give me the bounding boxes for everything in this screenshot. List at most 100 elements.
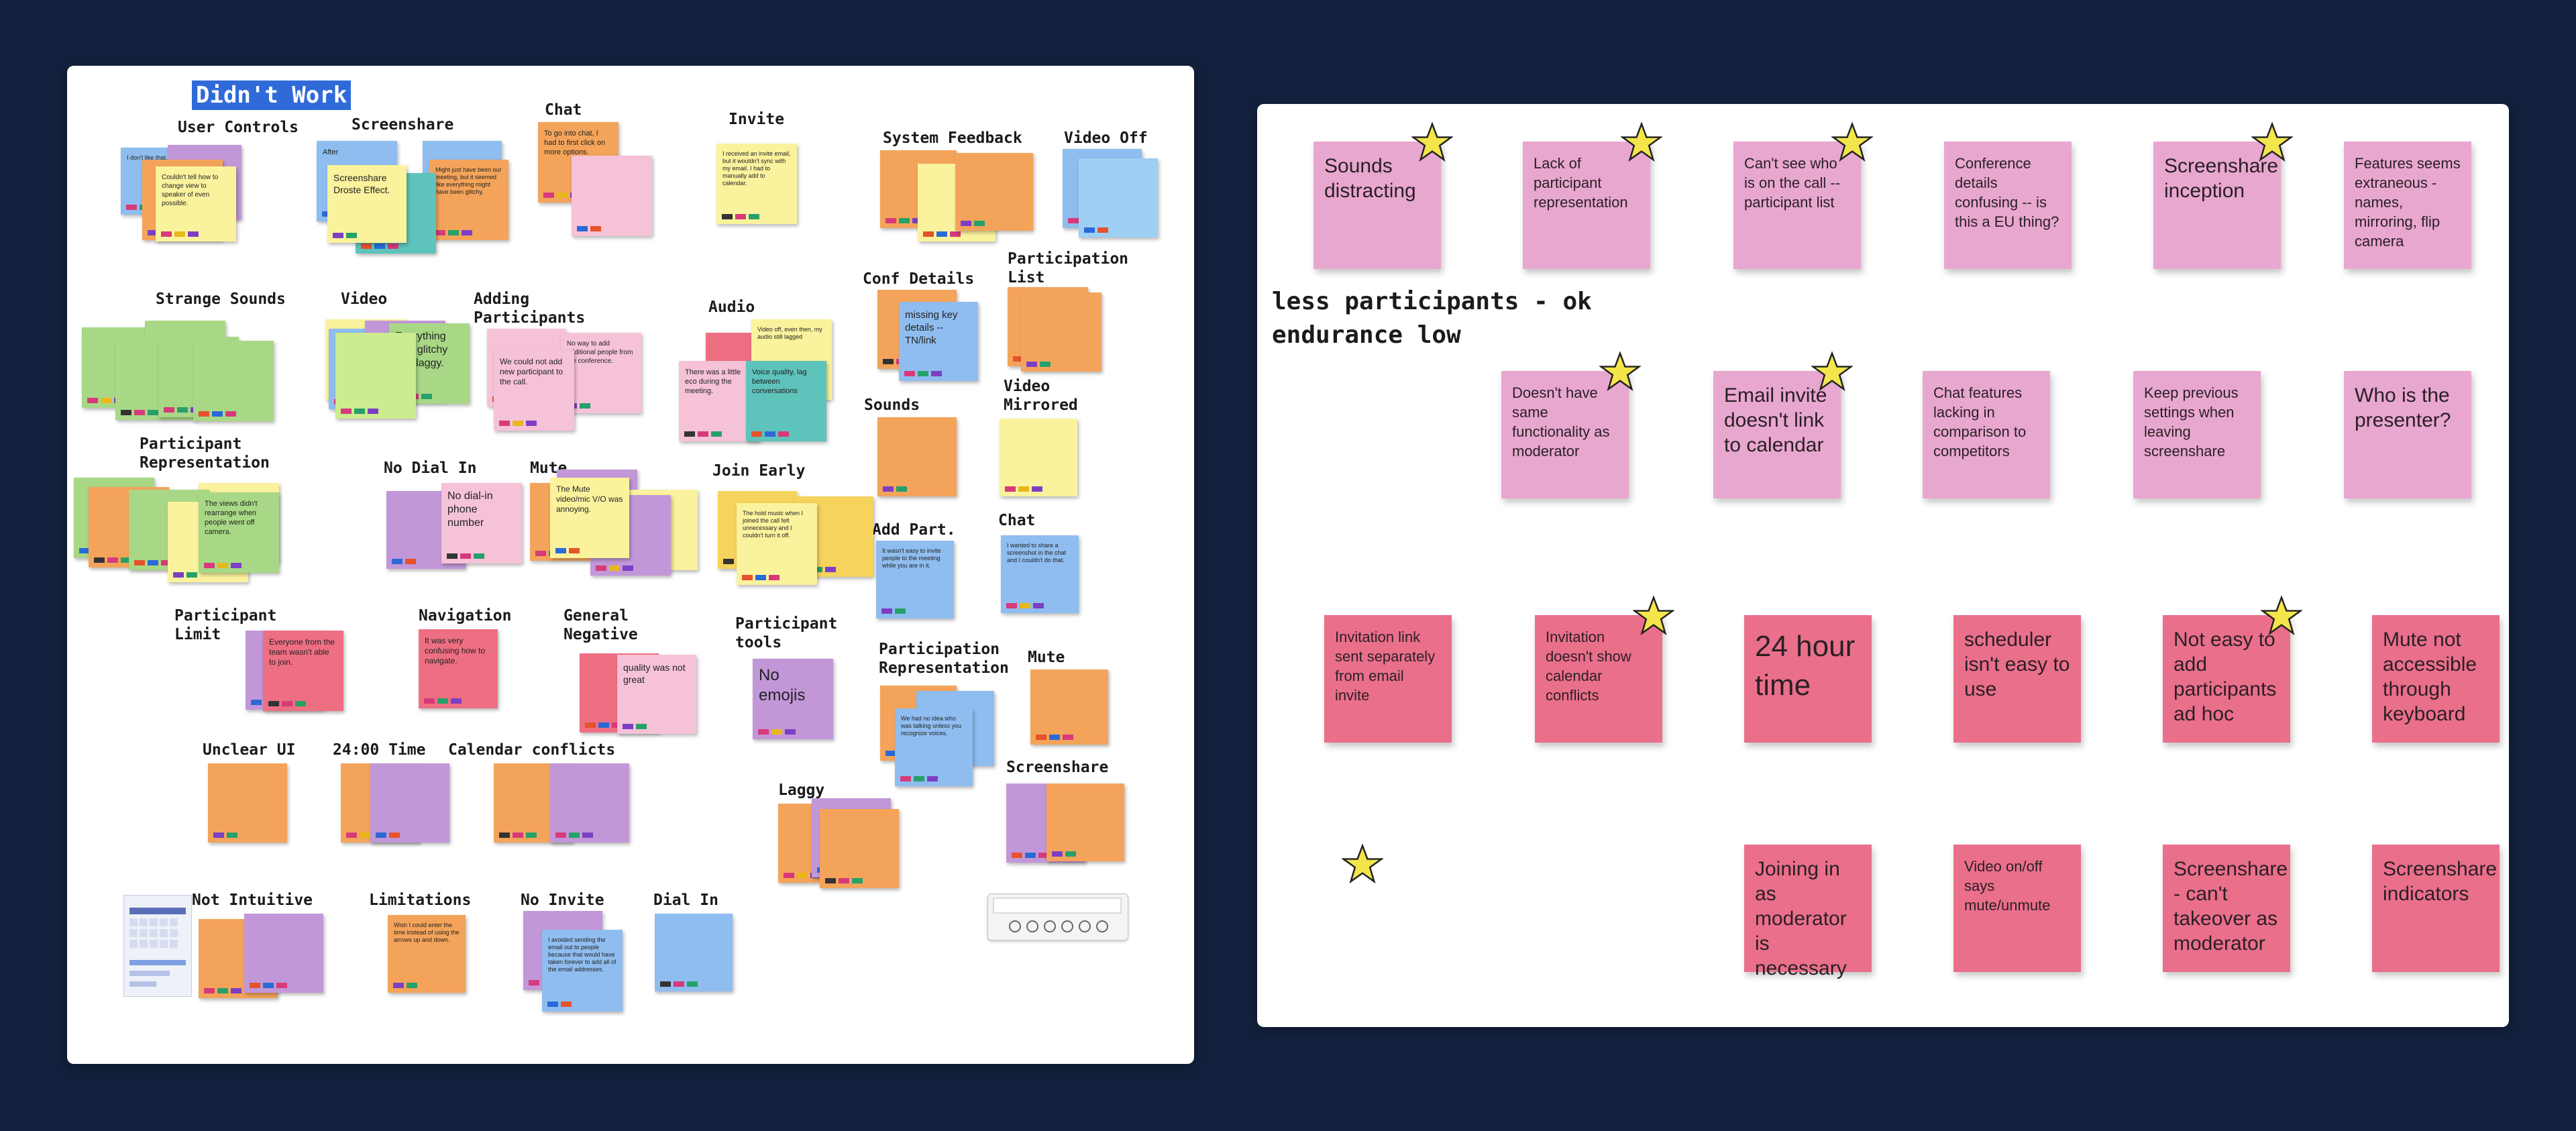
star-icon[interactable] xyxy=(2251,121,2293,163)
cluster-label-unclear-ui[interactable]: Unclear UI xyxy=(203,741,296,759)
sticky-note-n1[interactable]: Sounds distracting xyxy=(1313,142,1441,269)
cluster-label-invite[interactable]: Invite xyxy=(729,111,785,128)
cluster-label-participant-representation[interactable]: Participant Representation xyxy=(140,435,270,472)
sticky-note[interactable]: I wanted to share a screenshot in the ch… xyxy=(1001,535,1079,613)
cluster-label-participation-representation[interactable]: Participation Representation xyxy=(879,641,1009,677)
cluster-label-add-part[interactable]: Add Part. xyxy=(872,521,956,539)
sticky-note[interactable]: Couldn't tell how to change view to spea… xyxy=(156,166,236,241)
sticky-note-n4[interactable]: Conference details confusing -- is this … xyxy=(1944,142,2072,269)
sticky-note-n13[interactable]: Invitation doesn't show calendar conflic… xyxy=(1535,615,1662,743)
sticky-note-n7[interactable]: Doesn't have same functionality as moder… xyxy=(1501,371,1629,498)
cluster-label-chat-2[interactable]: Chat xyxy=(998,512,1036,529)
sticky-note[interactable] xyxy=(193,341,274,421)
cluster-label-navigation[interactable]: Navigation xyxy=(419,607,512,625)
sticky-note-n5[interactable]: Screenshare inception xyxy=(2153,142,2281,269)
cluster-label-participant-tools[interactable]: Participant tools xyxy=(735,615,838,651)
cluster-label-calendar-conflicts[interactable]: Calendar conflicts xyxy=(448,741,616,759)
sticky-note-n16[interactable]: Not easy to add participants ad hoc xyxy=(2163,615,2290,743)
sticky-note[interactable] xyxy=(335,333,416,419)
cluster-label-audio[interactable]: Audio xyxy=(708,299,755,316)
sticky-note[interactable] xyxy=(1000,419,1077,496)
sticky-note[interactable]: It was very confusing how to navigate. xyxy=(419,629,498,708)
sticky-note[interactable] xyxy=(1021,292,1102,372)
cluster-label-adding-participants[interactable]: Adding Participants xyxy=(474,290,586,327)
cluster-label-no-dial-in[interactable]: No Dial In xyxy=(384,460,477,477)
cluster-label-laggy[interactable]: Laggy xyxy=(778,782,825,799)
calendar-screenshot-image[interactable] xyxy=(123,895,192,997)
cluster-label-sounds[interactable]: Sounds xyxy=(864,396,920,414)
star-icon[interactable] xyxy=(1411,121,1453,163)
sticky-note-n14[interactable]: 24 hour time xyxy=(1744,615,1872,743)
star-icon[interactable] xyxy=(1633,595,1674,637)
cluster-label-conf-details[interactable]: Conf Details xyxy=(863,270,975,288)
cluster-label-chat-1[interactable]: Chat xyxy=(545,101,582,119)
sticky-note-n19[interactable]: Video on/off says mute/unmute xyxy=(1953,845,2081,972)
cluster-label-general-negative[interactable]: General Negative xyxy=(564,607,638,643)
star-icon[interactable] xyxy=(2261,595,2302,637)
cluster-label-limitations[interactable]: Limitations xyxy=(369,892,472,909)
sticky-note[interactable]: No way to add additional people from the… xyxy=(561,333,641,413)
star-icon[interactable] xyxy=(1621,121,1662,163)
cluster-label-strange-sounds[interactable]: Strange Sounds xyxy=(156,290,286,308)
star-icon[interactable] xyxy=(1831,121,1873,163)
sticky-note[interactable]: The Mute video/mic V/O was annoying. xyxy=(550,478,629,558)
cluster-label-no-invite[interactable]: No Invite xyxy=(521,892,604,909)
sticky-note[interactable]: Everyone from the team wasn't able to jo… xyxy=(263,631,343,711)
sticky-note-n21[interactable]: Screenshare indicators xyxy=(2372,845,2500,972)
sticky-note[interactable]: missing key details -- TN/link xyxy=(899,302,978,381)
cluster-label-time-2400[interactable]: 24:00 Time xyxy=(333,741,426,759)
meeting-toolbar-screenshot[interactable] xyxy=(987,894,1128,940)
sticky-note-n11[interactable]: Who is the presenter? xyxy=(2344,371,2471,498)
sticky-note[interactable] xyxy=(655,914,733,991)
sticky-note[interactable]: I avoided sending the email out to peopl… xyxy=(542,930,623,1012)
sticky-note[interactable] xyxy=(1030,669,1108,745)
cluster-label-participation-list[interactable]: Participation List xyxy=(1008,250,1129,286)
sticky-note[interactable]: I received an invite email, but it would… xyxy=(716,144,797,224)
cluster-label-video-mirrored[interactable]: Video Mirrored xyxy=(1004,378,1078,414)
sticky-note[interactable]: Might just have been our meeting, but it… xyxy=(429,160,508,240)
cluster-label-system-feedback[interactable]: System Feedback xyxy=(883,129,1022,147)
sticky-note-n6[interactable]: Features seems extraneous - names, mirro… xyxy=(2344,142,2471,269)
cluster-label-screenshare-2[interactable]: Screenshare xyxy=(1006,759,1109,776)
sticky-note[interactable]: Screenshare Droste Effect. xyxy=(327,165,407,243)
sticky-note[interactable] xyxy=(1079,158,1158,237)
cluster-label-participant-limit[interactable]: Participant Limit xyxy=(174,607,277,643)
board-summary[interactable]: less participants - ok endurance low Sou… xyxy=(1257,104,2509,1027)
cluster-label-user-controls[interactable]: User Controls xyxy=(178,119,299,136)
star-icon[interactable] xyxy=(1342,843,1383,885)
cluster-label-video-off[interactable]: Video Off xyxy=(1064,129,1148,147)
board-title[interactable]: Didn't Work xyxy=(192,80,352,110)
sticky-note-n18[interactable]: Joining in as moderator is necessary xyxy=(1744,845,1872,979)
sticky-note-n12[interactable]: Invitation link sent separately from ema… xyxy=(1324,615,1452,743)
sticky-note[interactable]: We had no idea who was talking unless yo… xyxy=(895,708,973,786)
sticky-note-n2[interactable]: Lack of participant representation xyxy=(1523,142,1650,269)
star-icon[interactable] xyxy=(1811,351,1853,392)
sticky-note-n8[interactable]: Email invite doesn't link to calendar xyxy=(1713,371,1841,498)
sticky-note-n17[interactable]: Mute not accessible through keyboard xyxy=(2372,615,2500,743)
sticky-note[interactable]: No dial-in phone number xyxy=(441,483,522,563)
sticky-note[interactable]: The views didn't rearrange when people w… xyxy=(199,492,279,573)
cluster-label-video[interactable]: Video xyxy=(341,290,388,308)
cluster-label-screenshare-1[interactable]: Screenshare xyxy=(352,116,454,133)
sticky-note[interactable]: quality was not great xyxy=(617,655,696,734)
sticky-note[interactable]: Voice quality, lag between conversations xyxy=(746,361,826,441)
cluster-label-join-early[interactable]: Join Early xyxy=(712,462,806,480)
sticky-note[interactable] xyxy=(877,417,957,496)
sticky-note[interactable]: We could not add new participant to the … xyxy=(494,350,574,431)
sticky-note[interactable] xyxy=(370,763,449,843)
sticky-note-n15[interactable]: scheduler isn't easy to use xyxy=(1953,615,2081,743)
sticky-note[interactable] xyxy=(820,809,899,888)
sticky-note[interactable] xyxy=(550,763,629,843)
sticky-note[interactable] xyxy=(572,156,652,236)
sticky-note[interactable] xyxy=(208,763,287,843)
sticky-note-n9[interactable]: Chat features lacking in comparison to c… xyxy=(1923,371,2050,498)
sticky-note[interactable]: The hold music when I joined the call fe… xyxy=(737,503,817,585)
star-icon[interactable] xyxy=(1599,351,1641,392)
cluster-label-mute-2[interactable]: Mute xyxy=(1028,649,1065,666)
sticky-note-n10[interactable]: Keep previous settings when leaving scre… xyxy=(2133,371,2261,498)
sticky-note[interactable]: It wasn't easy to invite people to the m… xyxy=(876,541,954,618)
sticky-note-n3[interactable]: Can't see who is on the call -- particip… xyxy=(1733,142,1861,269)
sticky-note[interactable] xyxy=(1046,784,1124,861)
sticky-note[interactable] xyxy=(955,153,1033,231)
